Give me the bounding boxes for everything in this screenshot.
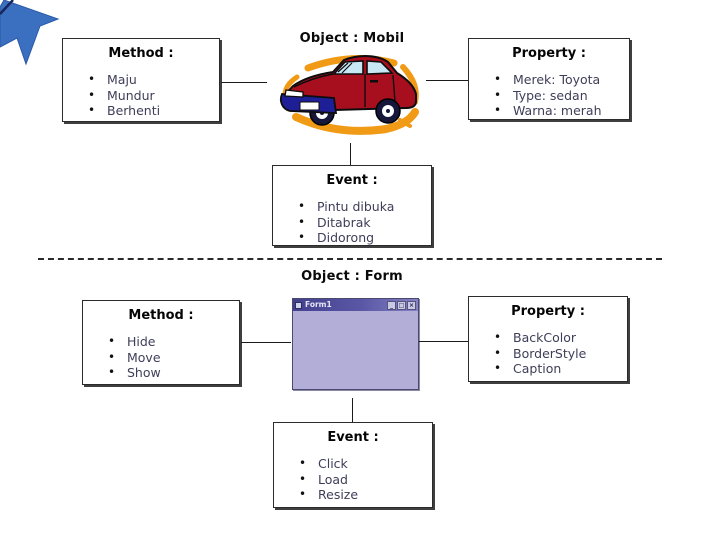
maximize-icon: □ (397, 300, 406, 310)
property-list: Merek: Toyota Type: sedan Warna: merah (469, 72, 629, 119)
car-illustration (276, 50, 426, 144)
property-box-mobil: Property : Merek: Toyota Type: sedan War… (468, 38, 630, 120)
connector-line (241, 342, 291, 343)
method-list: Hide Move Show (83, 334, 239, 381)
list-item: Maju (63, 72, 219, 88)
list-item: Ditabrak (273, 215, 431, 231)
list-item: Pintu dibuka (273, 199, 431, 215)
minimize-icon: _ (387, 300, 396, 310)
list-item: Merek: Toyota (469, 72, 629, 88)
event-heading: Event : (327, 430, 379, 445)
connector-line (419, 341, 468, 342)
event-box-mobil: Event : Pintu dibuka Ditabrak Didorong (272, 165, 432, 246)
connector-line (352, 398, 353, 422)
event-list: Pintu dibuka Ditabrak Didorong (273, 199, 431, 246)
list-item: Caption (469, 361, 627, 377)
list-item: Didorong (273, 230, 431, 246)
list-item: BorderStyle (469, 346, 627, 362)
form1-window: Form1 _ □ × (292, 298, 419, 390)
form-title-text: Form1 (305, 300, 332, 309)
method-heading: Method : (108, 46, 174, 61)
list-item: Mundur (63, 88, 219, 104)
list-item: BackColor (469, 330, 627, 346)
event-list: Click Load Resize (274, 456, 432, 503)
list-item: Berhenti (63, 103, 219, 119)
section-title-form: Object : Form (301, 269, 403, 284)
list-item: Load (274, 472, 432, 488)
list-item: Resize (274, 487, 432, 503)
list-item: Show (83, 365, 239, 381)
connector-line (221, 82, 267, 83)
method-box-form: Method : Hide Move Show (82, 300, 240, 385)
event-heading: Event : (326, 173, 378, 188)
list-item: Hide (83, 334, 239, 350)
arrow-decoration-icon (0, 0, 60, 66)
method-list: Maju Mundur Berhenti (63, 72, 219, 119)
property-heading: Property : (511, 304, 585, 319)
section-divider (38, 258, 662, 260)
connector-line (426, 80, 468, 81)
list-item: Type: sedan (469, 88, 629, 104)
window-controls: _ □ × (387, 300, 416, 310)
event-box-form: Event : Click Load Resize (273, 422, 433, 508)
property-list: BackColor BorderStyle Caption (469, 330, 627, 377)
method-heading: Method : (128, 308, 194, 323)
section-title-mobil: Object : Mobil (299, 31, 405, 46)
form-body (293, 311, 418, 388)
list-item: Warna: merah (469, 103, 629, 119)
connector-line (350, 143, 351, 165)
method-box-mobil: Method : Maju Mundur Berhenti (62, 38, 220, 122)
form-icon (295, 301, 302, 309)
form-titlebar: Form1 _ □ × (293, 299, 418, 311)
list-item: Click (274, 456, 432, 472)
close-icon: × (407, 300, 416, 310)
property-box-form: Property : BackColor BorderStyle Caption (468, 296, 628, 382)
property-heading: Property : (512, 46, 586, 61)
list-item: Move (83, 350, 239, 366)
